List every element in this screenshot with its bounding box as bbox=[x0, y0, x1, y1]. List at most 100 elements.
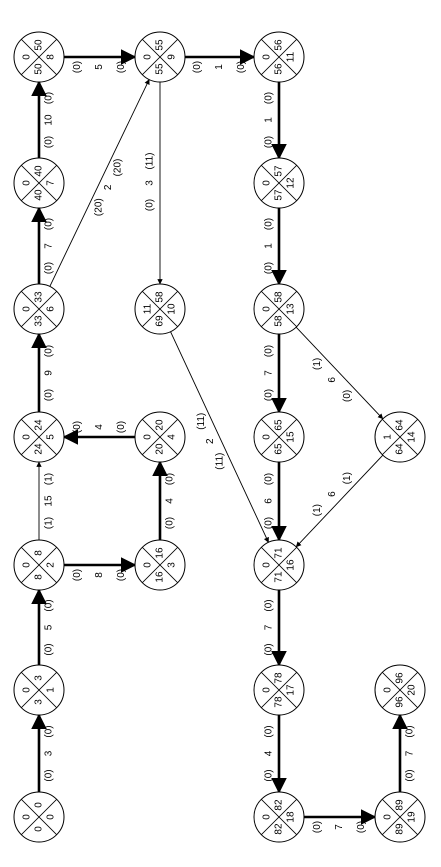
edge-4-5: 9(0)(0) bbox=[31, 332, 55, 412]
edge-line bbox=[170, 331, 269, 543]
node-value-a: 0 bbox=[383, 814, 394, 820]
node-value-a: 0 bbox=[143, 434, 154, 440]
node-value-c: 8 bbox=[34, 574, 45, 580]
node-value-a: 1 bbox=[383, 434, 394, 440]
node-value-c: 20 bbox=[155, 443, 166, 455]
edge-duration-label: 9 bbox=[44, 370, 55, 376]
edge-float-start-label: (0) bbox=[264, 92, 275, 104]
edge-duration-label: 15 bbox=[44, 495, 55, 507]
node-value-a: 0 bbox=[22, 180, 33, 186]
node-divider bbox=[261, 419, 297, 455]
node-value-b: 57 bbox=[274, 165, 285, 177]
node-value-a: 0 bbox=[22, 562, 33, 568]
node-divider bbox=[21, 547, 57, 583]
edge-13-14: 1(0)(0) bbox=[264, 208, 287, 286]
edge-float-start-label: (1) bbox=[312, 358, 323, 370]
edge-duration-label: 7 bbox=[405, 750, 416, 756]
node-value-c: 96 bbox=[395, 696, 406, 708]
node-value-d: 12 bbox=[286, 177, 297, 189]
edge-duration-label: 6 bbox=[264, 498, 275, 504]
edge-3-4: 15(1)(1) bbox=[36, 461, 55, 540]
edge-duration-label: 4 bbox=[264, 750, 275, 756]
node-value-d: 17 bbox=[286, 684, 297, 696]
node-9: 020 204 bbox=[134, 411, 186, 463]
node-value-b: 40 bbox=[34, 165, 45, 177]
node-value-d: 9 bbox=[167, 54, 178, 60]
edge-duration-label: 1 bbox=[264, 117, 275, 123]
edge-duration-label: 1 bbox=[214, 64, 225, 70]
node-value-d: 4 bbox=[167, 434, 178, 440]
node-value-d: 6 bbox=[46, 306, 57, 312]
node-value-d: 18 bbox=[286, 811, 297, 823]
edge-float-end-label: (0) bbox=[236, 61, 247, 73]
node-divider bbox=[261, 799, 297, 835]
edge-float-start-label: (0) bbox=[264, 725, 275, 737]
edge-duration-label: 5 bbox=[44, 624, 55, 630]
edge-6-7: 10(0)(0) bbox=[31, 80, 55, 158]
node-divider bbox=[382, 799, 418, 835]
node-value-c: 82 bbox=[274, 823, 285, 835]
node-value-a: 0 bbox=[22, 687, 33, 693]
node-value-b: 65 bbox=[274, 419, 285, 431]
edge-5-6: 7(0)(0) bbox=[31, 206, 55, 284]
node-value-a: 0 bbox=[22, 814, 33, 820]
edge-14-16: 6(1)(0) bbox=[295, 326, 384, 420]
edge-float-start-label: (0) bbox=[44, 389, 55, 401]
edge-float-start-label: (0) bbox=[116, 421, 127, 433]
node-divider bbox=[21, 291, 57, 327]
edge-float-start-label: (0) bbox=[44, 769, 55, 781]
node-divider bbox=[21, 419, 57, 455]
edge-float-end-label: (0) bbox=[44, 599, 55, 611]
edge-12-13: 1(0)(0) bbox=[264, 82, 287, 160]
node-value-d: 10 bbox=[167, 303, 178, 315]
edge-19-20: 7(0)(0) bbox=[304, 809, 377, 833]
edges-layer: 3(0)(0)5(0)(0)15(1)(1)8(0)(0)4(0)(0)4(0)… bbox=[31, 49, 416, 833]
node-value-c: 58 bbox=[274, 315, 285, 327]
node-value-a: 0 bbox=[262, 54, 273, 60]
node-value-b: 96 bbox=[395, 672, 406, 684]
edge-float-end-label: (0) bbox=[264, 262, 275, 274]
node-value-c: 65 bbox=[274, 443, 285, 455]
edge-float-start-label: (0) bbox=[264, 473, 275, 485]
edge-float-start-label: (0) bbox=[72, 569, 83, 581]
node-value-a: 0 bbox=[143, 54, 154, 60]
node-value-a: 11 bbox=[143, 303, 154, 314]
edge-float-end-label: (0) bbox=[44, 92, 55, 104]
node-divider bbox=[261, 39, 297, 75]
edge-20-21: 7(0)(0) bbox=[392, 713, 416, 792]
node-value-c: 55 bbox=[155, 63, 166, 75]
node-value-c: 24 bbox=[34, 443, 45, 455]
edge-float-end-label: (0) bbox=[264, 389, 275, 401]
edge-duration-label: 8 bbox=[94, 572, 105, 578]
edge-float-start-label: (0) bbox=[44, 262, 55, 274]
node-value-b: 89 bbox=[395, 799, 406, 811]
node-value-d: 3 bbox=[167, 562, 178, 568]
edge-float-start-label: (0) bbox=[312, 821, 323, 833]
node-value-b: 20 bbox=[155, 419, 166, 431]
node-value-a: 0 bbox=[262, 562, 273, 568]
edge-duration-label: 5 bbox=[94, 64, 105, 70]
edge-9-4: 4(0)(0) bbox=[62, 421, 135, 445]
node-value-c: 56 bbox=[274, 63, 285, 75]
edge-float-end-label: (0) bbox=[116, 61, 127, 73]
node-value-c: 3 bbox=[34, 699, 45, 705]
node-value-a: 0 bbox=[383, 687, 394, 693]
edge-float-start-label: (11) bbox=[196, 413, 207, 430]
edge-float-start-label: (0) bbox=[264, 599, 275, 611]
edge-duration-label: 10 bbox=[44, 114, 55, 126]
node-value-c: 57 bbox=[274, 189, 285, 201]
edge-float-start-label: (20) bbox=[94, 198, 105, 216]
node-value-a: 0 bbox=[22, 306, 33, 312]
